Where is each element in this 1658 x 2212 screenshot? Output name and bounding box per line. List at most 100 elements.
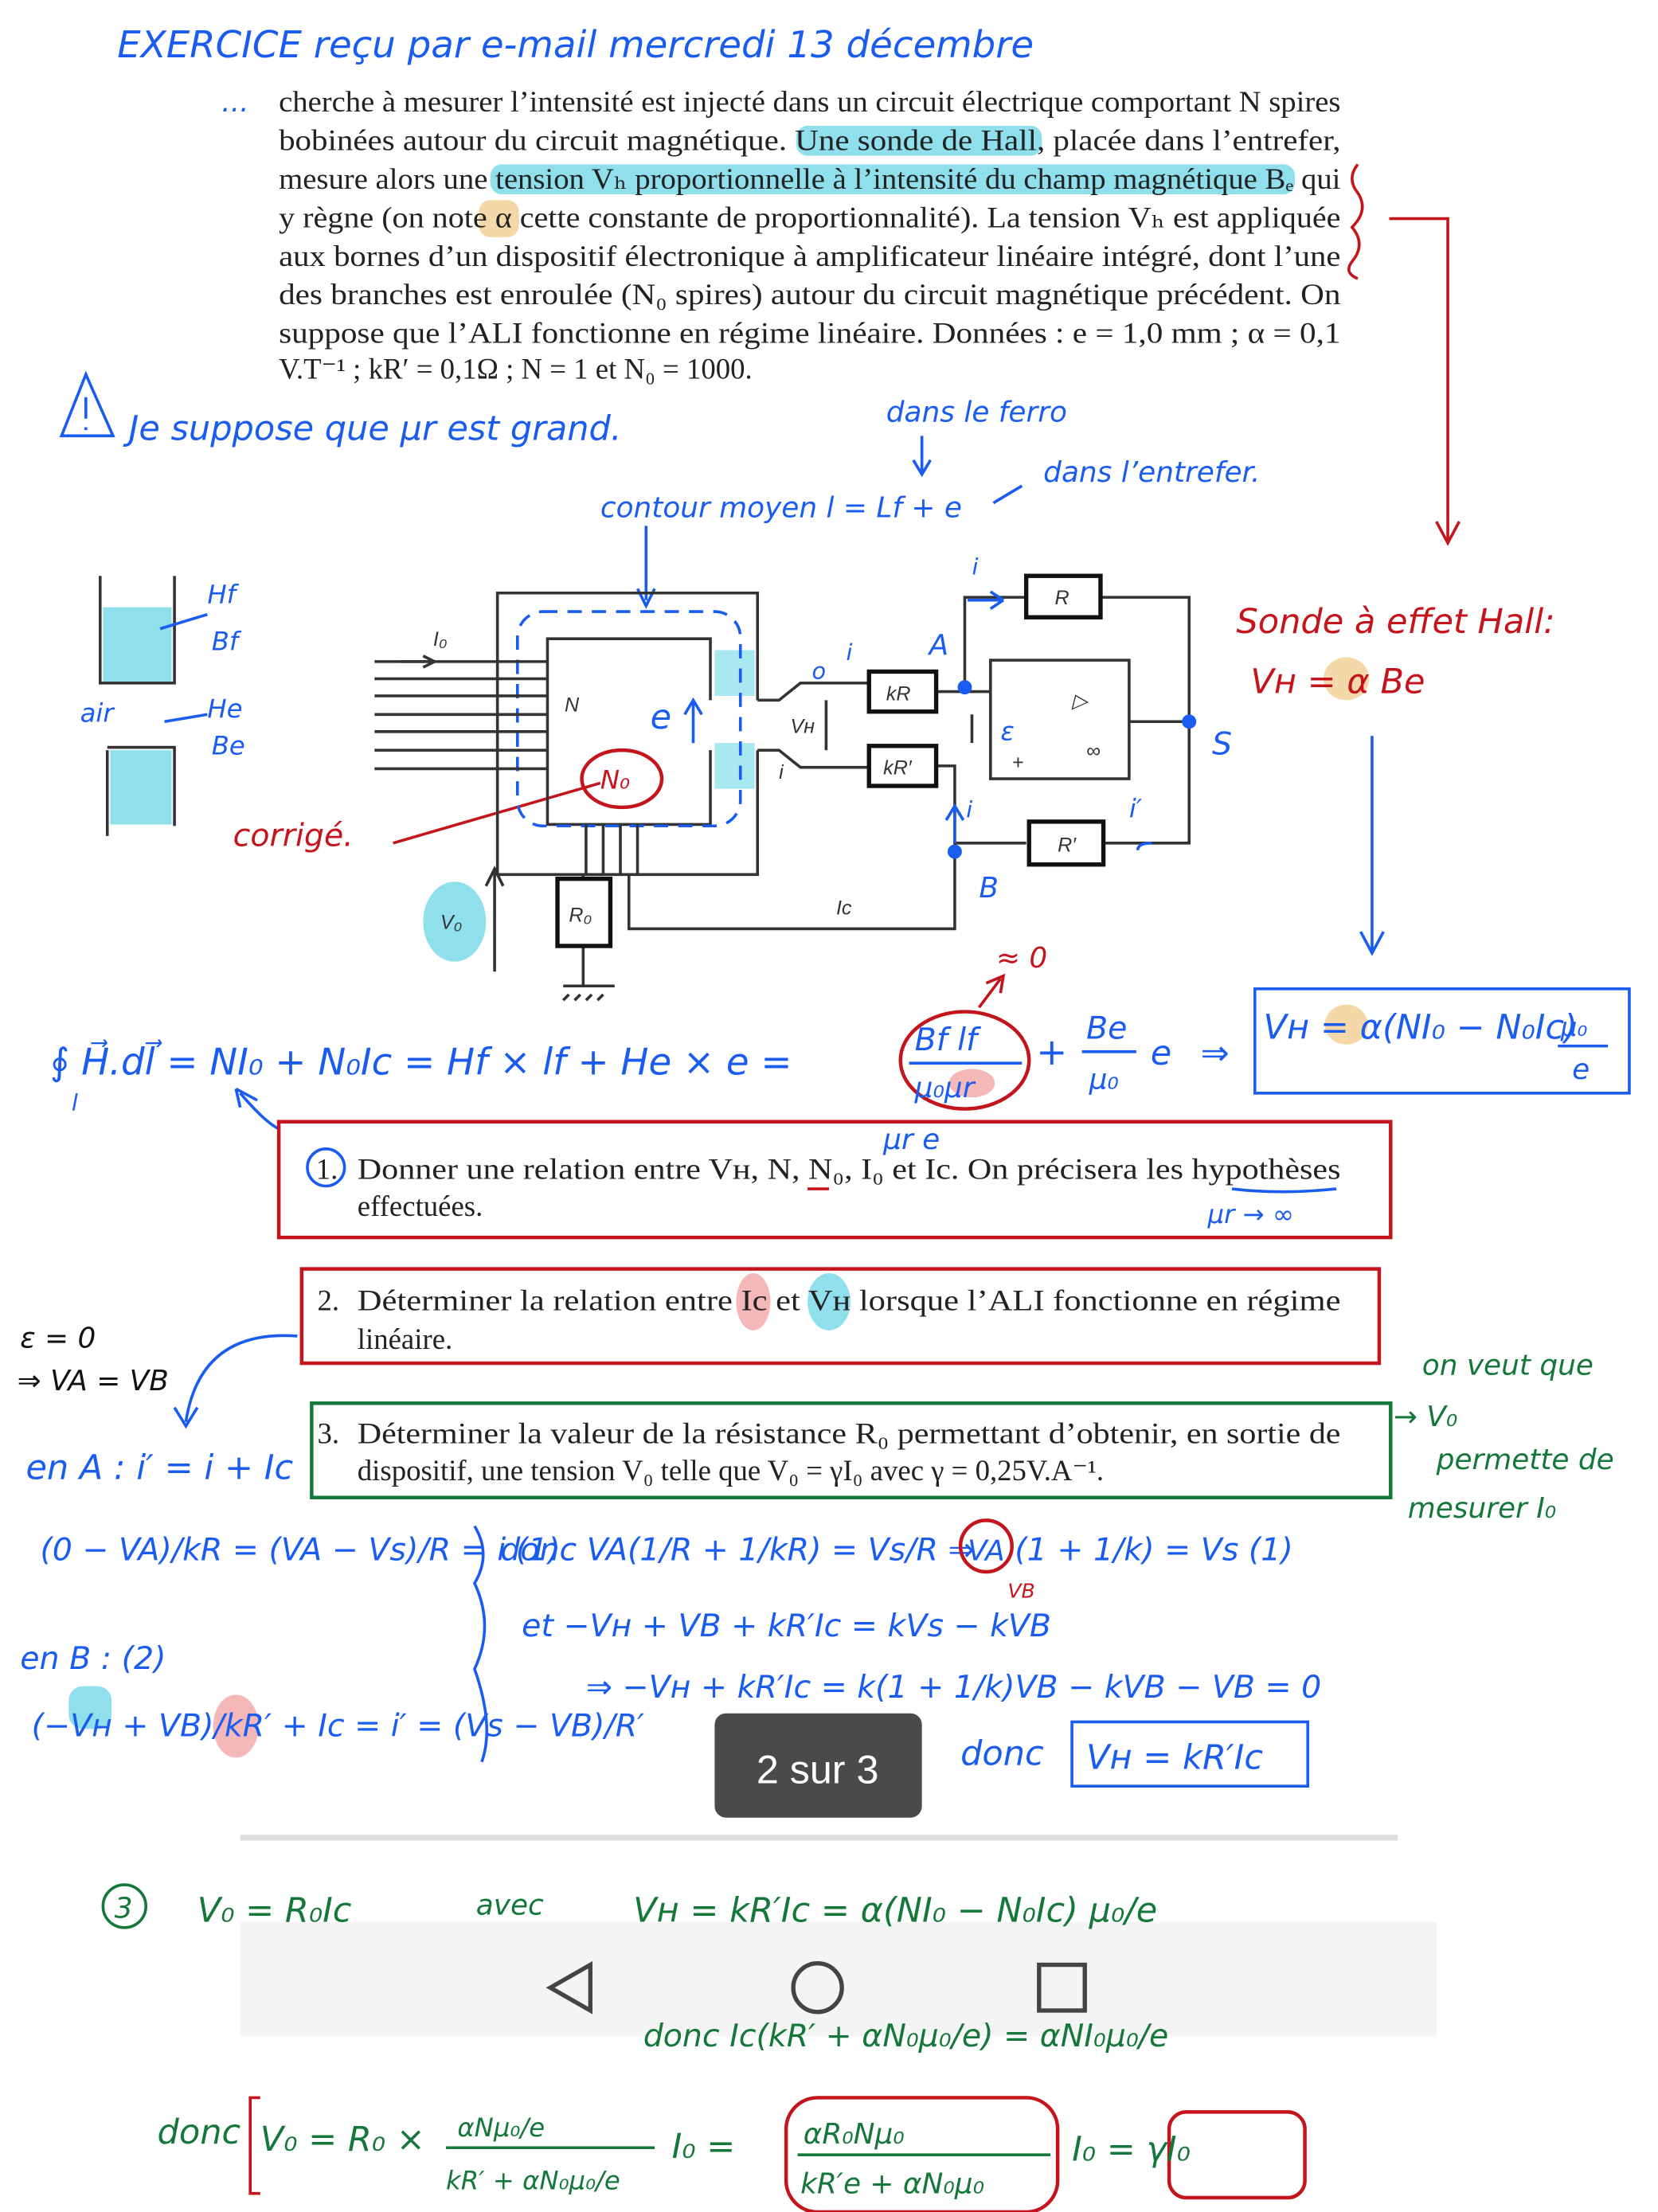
page-indicator [714, 1713, 922, 1818]
fraction-denominator: kR′ + αN₀μ₀/e [446, 2165, 620, 2195]
equation-donc-1: donc VA(1/R + 1/kR) = Vs/R ⇒ [500, 1532, 974, 1569]
i0-term: I₀ = [672, 2127, 736, 2167]
bracket-mark [248, 2096, 260, 2195]
svg-text:i: i [972, 553, 978, 580]
svg-text:Bf: Bf [212, 627, 242, 657]
arrow-down-icon [912, 436, 932, 478]
fraction-denominator: kR′e + αN₀μ₀ [800, 2168, 984, 2201]
problem-paragraph: cherche à mesurer l’intensité est inject… [279, 85, 1340, 385]
svg-text:i: i [966, 795, 972, 823]
green-note: on veut que → V₀ permette de mesurer I₀ [1394, 1349, 1614, 1524]
svg-text:→ V₀: → V₀ [1394, 1401, 1457, 1433]
svg-text:∞: ∞ [1086, 740, 1101, 762]
contour-subscript: l [72, 1088, 78, 1116]
brace-mark [472, 1525, 489, 1763]
svg-text:V₀: V₀ [440, 911, 462, 933]
problem-line: y règne (on note α cette constante de pr… [279, 201, 1340, 233]
problem-line: suppose que l’ALI fonctionne en régime l… [279, 317, 1340, 350]
svg-text:N₀: N₀ [600, 765, 630, 795]
question-text: effectuées. [358, 1190, 483, 1222]
gap-sketch: Hf Bf air He Be [80, 576, 245, 836]
v0-equation: V₀ = R₀Ic [197, 1891, 352, 1931]
svg-text:R′: R′ [1058, 834, 1077, 857]
vh-result-box [1070, 1720, 1309, 1788]
fraction-denominator: μ₀μr [914, 1072, 976, 1104]
question-3-number: 3 [115, 1892, 133, 1925]
sonde-equation: Vʜ = α Be [1250, 662, 1425, 702]
arrow-down-icon [1359, 736, 1385, 956]
svg-text:air: air [80, 698, 115, 728]
plus-sign: + [1036, 1031, 1067, 1074]
svg-text:kR′: kR′ [883, 757, 913, 780]
svg-text:▷: ▷ [1071, 690, 1089, 712]
va-vb-note: ⇒ VA = VB [18, 1365, 169, 1397]
svg-text:R₀: R₀ [569, 905, 592, 927]
svg-text:mesurer I₀: mesurer I₀ [1408, 1492, 1556, 1525]
dans-entrefer-note: dans l’entrefer. [1043, 456, 1260, 489]
sonde-title: Sonde à effet Hall: [1236, 602, 1554, 642]
svg-text:kR: kR [886, 682, 911, 705]
fraction-denominator: μ₀ [1089, 1063, 1119, 1096]
svg-text:R: R [1055, 587, 1069, 609]
question-text: Donner une relation entre Vʜ, N, N₀, I₀ … [358, 1153, 1341, 1186]
recents-icon[interactable] [1037, 1962, 1087, 2013]
mu-infinite-note: μr → ∞ [1207, 1199, 1294, 1229]
home-icon[interactable] [791, 1961, 844, 2015]
highlight-vh [807, 1272, 851, 1331]
arrow-down-icon [635, 526, 656, 609]
svg-text:B: B [979, 872, 999, 905]
mu0: μ₀ [1560, 1012, 1588, 1042]
highlight-alpha [1323, 657, 1370, 701]
svg-text:permette de: permette de [1436, 1444, 1614, 1476]
page-separator [240, 1835, 1398, 1841]
circled-va [958, 1518, 1014, 1574]
arrow-to-sonde [1389, 217, 1461, 546]
circuit-diagram: I₀ N e Vʜ i o i A B S kR kR′ R R′ ε + ∞ … [374, 553, 1232, 1002]
svg-text:Hf: Hf [207, 579, 239, 609]
vh-equation: Vʜ = kR′Ic = α(NI₀ − N₀Ic) μ₀/e [633, 1891, 1157, 1931]
equation-1: (0 − VA)/kR = (VA − Vs)/R = i (1) [40, 1532, 560, 1569]
equation-2: (−Vʜ + VB)/kR′ + Ic = i′ = (Vs − VB)/R′ [32, 1707, 645, 1744]
highlight-alpha [1324, 1004, 1368, 1045]
highlight-tension [490, 164, 1296, 195]
epsilon-note: ε = 0 [20, 1322, 96, 1354]
svg-text:Vʜ: Vʜ [791, 716, 815, 738]
svg-text:S: S [1212, 726, 1232, 763]
page-indicator-label: 2 sur 3 [757, 1748, 879, 1792]
donc-label: donc [960, 1733, 1044, 1773]
problem-line: mesure alors une tension Vₕ proportionne… [279, 162, 1340, 195]
svg-text:o: o [811, 657, 826, 684]
svg-text:e: e [651, 698, 671, 737]
question-number: 3. [318, 1417, 340, 1450]
question-1-box [276, 1120, 1393, 1240]
ellipsis: ... [221, 86, 248, 119]
equation-implies: ⇒ −Vʜ + kR′Ic = k(1 + 1/k)VB − kVB − VB … [586, 1669, 1321, 1706]
question-number: 1. [316, 1153, 338, 1186]
circled-fraction [784, 2096, 1060, 2212]
back-icon[interactable] [545, 1960, 592, 2015]
question-number: 2. [318, 1284, 340, 1317]
highlight-ic [736, 1272, 771, 1331]
equation-et: et −Vʜ + VB + kR′Ic = kVs − kVB [522, 1608, 1051, 1644]
problem-line: bobinées autour du circuit magnétique. U… [279, 123, 1340, 156]
arrow-icon [173, 1334, 298, 1429]
question-text: Déterminer la valeur de la résistance R₀… [358, 1417, 1341, 1450]
contour-note: contour moyen l = Lf + e [600, 492, 962, 525]
ampere-equation: ∮ H⃗.dl⃗ = NI₀ + N₀Ic = Hf × lf + He × e… [50, 1039, 792, 1084]
ic-equation: donc Ic(kR′ + αN₀μ₀/e) = αNI₀μ₀/e [643, 2018, 1169, 2054]
implies-sign: ⇒ [1201, 1034, 1230, 1073]
svg-text:I₀: I₀ [433, 628, 448, 651]
problem-line: cherche à mesurer l’intensité est inject… [279, 85, 1340, 118]
arrow-icon [234, 1087, 280, 1131]
mu-r-e-note: μr e [882, 1124, 940, 1156]
gap-length: e [1151, 1034, 1171, 1073]
result-box [1253, 987, 1631, 1095]
problem-line: V.T⁻¹ ; kR′ = 0,1Ω ; N = 1 et N₀ = 1000. [279, 353, 753, 385]
question-text: Déterminer la relation entre Ic et Vʜ lo… [358, 1284, 1341, 1317]
e-denominator: e [1572, 1053, 1590, 1086]
donc-label: donc [158, 2112, 241, 2152]
svg-text:i′: i′ [1129, 793, 1143, 823]
approx-zero-note: ≈ 0 [996, 942, 1047, 975]
warning-icon [59, 370, 115, 438]
